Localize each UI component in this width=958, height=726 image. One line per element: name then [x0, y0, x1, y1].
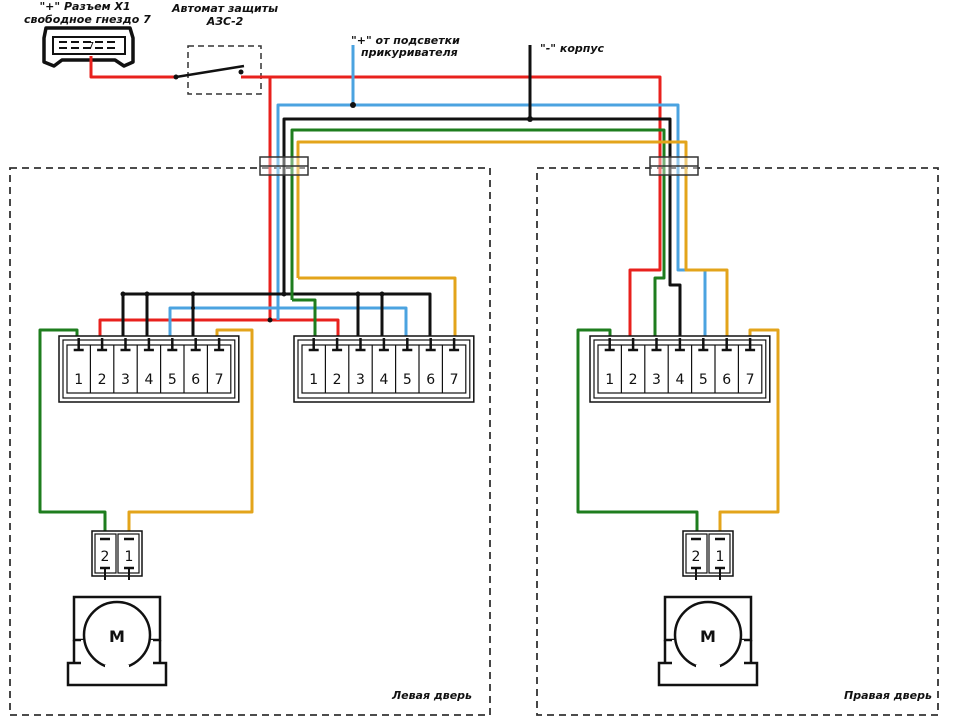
left-connector-b-pin-1: 1 — [309, 372, 318, 388]
left-connector-b-pin-6: 6 — [426, 372, 435, 388]
left-connector-a-pin-6: 6 — [191, 372, 200, 388]
right-door-boundary — [536, 167, 939, 716]
right-motor-pin-2: 2 — [692, 549, 701, 565]
left-connector-a-pin-3: 3 — [121, 372, 130, 388]
right-connector-pin-3: 3 — [652, 372, 661, 388]
plus-illumination-label-line2: прикуривателя — [361, 46, 458, 59]
left-connector-b-pin-4: 4 — [379, 372, 388, 388]
x1-connector: 7 — [42, 26, 135, 68]
x1-label-line1: "+" Разъем Х1 — [39, 0, 131, 13]
black-ground-wire — [121, 45, 682, 349]
blue-illumination-wire — [168, 45, 707, 349]
green-wire — [38, 128, 699, 535]
left-motor-pin-1: 1 — [125, 549, 134, 565]
breaker-label-line2: АЗС-2 — [206, 15, 244, 28]
ground-label: "-" корпус — [540, 42, 605, 55]
right-connector-pin-6: 6 — [722, 372, 731, 388]
left-connector-b-pin-3: 3 — [356, 372, 365, 388]
left-door-boundary — [9, 167, 491, 716]
red-plus-wire — [89, 56, 662, 349]
junction-dots — [120, 291, 385, 323]
left-connector-a-pin-5: 5 — [168, 372, 177, 388]
right-door-label: Правая дверь — [844, 689, 932, 702]
x1-pin-number: 7 — [88, 41, 94, 52]
left-motor-symbol: M — [109, 627, 125, 646]
blue-junction — [350, 102, 356, 108]
right-connector-pin-5: 5 — [699, 372, 708, 388]
left-motor-pin-2: 2 — [101, 549, 110, 565]
left-door-label: Левая дверь — [392, 689, 473, 702]
right-motor-symbol: M — [700, 627, 716, 646]
breaker-switch — [173, 64, 245, 80]
right-connector-pin-7: 7 — [746, 372, 755, 388]
left-connector-a-pin-2: 2 — [98, 372, 107, 388]
left-connector-a-pin-1: 1 — [74, 372, 83, 388]
left-connector-b-pin-7: 7 — [450, 372, 459, 388]
plus-illumination-label-line1: "+" от подсветки — [351, 34, 460, 47]
right-grommet — [649, 156, 699, 176]
left-connector-a-pin-7: 7 — [215, 372, 224, 388]
right-motor-pin-1: 1 — [716, 549, 725, 565]
left-grommet — [259, 156, 309, 176]
right-connector-pin-4: 4 — [675, 372, 684, 388]
orange-wire — [127, 140, 780, 535]
breaker-label-line1: Автомат защиты — [171, 2, 279, 15]
x1-label-line2: свободное гнездо 7 — [24, 13, 151, 26]
left-connector-b-pin-5: 5 — [403, 372, 412, 388]
left-connector-a-pin-4: 4 — [144, 372, 153, 388]
left-connector-b-pin-2: 2 — [333, 372, 342, 388]
right-connector-pin-1: 1 — [605, 372, 614, 388]
right-connector-pin-2: 2 — [629, 372, 638, 388]
black-junction — [527, 116, 533, 122]
